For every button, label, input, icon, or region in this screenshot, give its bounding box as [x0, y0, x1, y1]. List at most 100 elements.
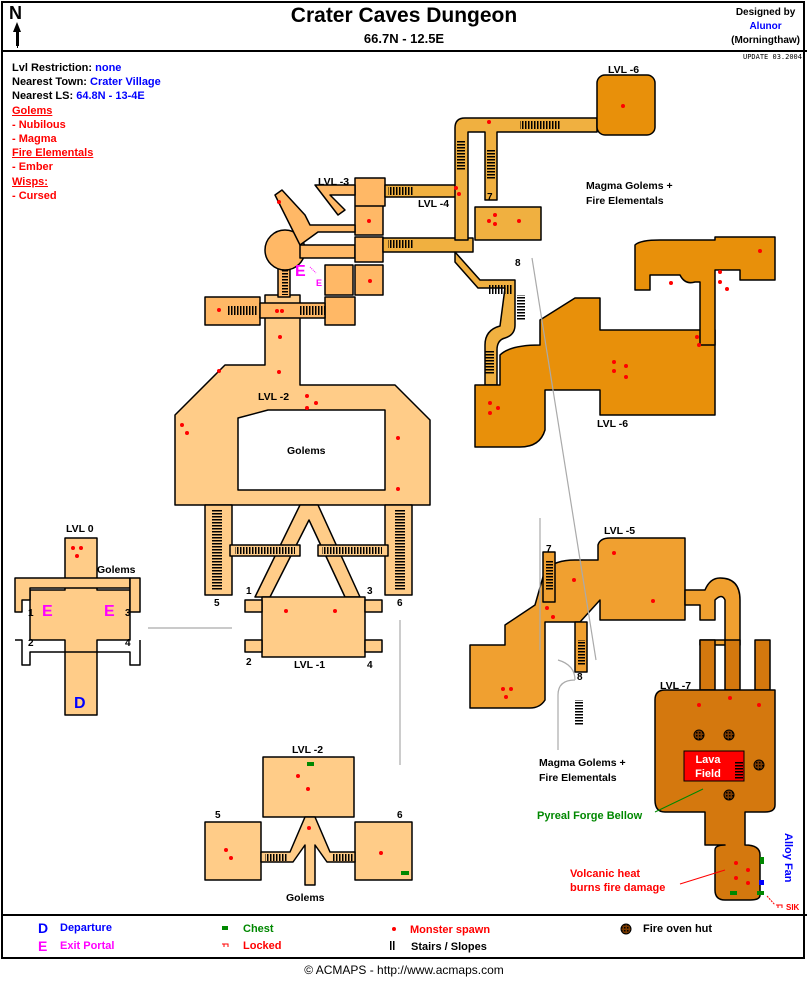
pyreal-forge-bellow-label: Pyreal Forge Bellow — [537, 810, 643, 822]
stair-number: 7 — [487, 192, 493, 203]
legend-stairs: Stairs / Slopes — [411, 941, 487, 953]
sik-label: SIK — [786, 903, 800, 912]
stair-number: 3 — [367, 586, 373, 597]
nearest-ls-value: 64.8N - 13-4E — [76, 90, 145, 103]
monster-type: - Ember — [12, 161, 53, 174]
monster-group: Wisps: — [12, 175, 48, 188]
stair-number: 1 — [246, 586, 252, 597]
dungeon-info: Lvl Restriction: none Nearest Town: Crat… — [12, 61, 161, 203]
exit-portal-marker: E — [104, 603, 115, 620]
dungeon-map: Lava Field LVL 0 LVL -1 LVL -2 LVL -2 LV… — [14, 64, 800, 954]
stair-number: 4 — [125, 638, 131, 649]
level-0 — [14, 537, 141, 716]
volcanic-heat-label: Volcanic heat — [570, 868, 640, 880]
stair-number: 2 — [28, 638, 34, 649]
level-minus3 — [204, 177, 386, 326]
monster-type: - Nubilous — [12, 118, 66, 131]
stair-number: 5 — [215, 810, 221, 821]
monster-group: Golems — [12, 104, 53, 117]
stair-number: 8 — [577, 672, 583, 683]
chest-icon — [307, 762, 764, 895]
map-frame — [1, 1, 805, 959]
level-minus7 — [654, 639, 776, 901]
portal-markers: E E E D — [42, 263, 306, 712]
level-label: LVL 0 — [66, 523, 94, 535]
level-label: LVL -3 — [318, 176, 349, 188]
author-name: Alunor — [749, 21, 782, 32]
credits: Designed by Alunor (Morningthaw) — [731, 6, 800, 48]
copyright: © ACMAPS - http://www.acmaps.com — [304, 963, 504, 977]
nearest-town-value: Crater Village — [90, 76, 161, 89]
level-label: LVL -4 — [418, 198, 449, 210]
legend-divider — [1, 914, 807, 916]
stair-number: 6 — [397, 598, 403, 609]
level-label: LVL -5 — [604, 525, 635, 537]
exit-portal-marker: E — [295, 263, 306, 280]
legend-departure: Departure — [60, 922, 112, 934]
monster-type: - Cursed — [12, 189, 57, 202]
pointer-line — [654, 788, 704, 813]
stair-number: 4 — [367, 660, 373, 671]
stair-number: 5 — [214, 598, 220, 609]
legend-monster-spawn: Monster spawn — [410, 924, 491, 936]
monster-type: - Magma — [12, 133, 57, 146]
stairs-icon — [212, 121, 585, 861]
legend-exit-portal: Exit Portal — [60, 940, 115, 952]
level-minus1-room — [261, 596, 366, 658]
level-label: LVL -2 — [292, 744, 323, 756]
page-title: Crater Caves Dungeon — [290, 4, 518, 27]
level-minus6 — [474, 74, 776, 448]
exit-portal-marker: E — [316, 278, 322, 288]
monster-spawn-icon — [392, 927, 396, 931]
legend-locked: Locked — [243, 940, 282, 952]
connection-arrow — [148, 257, 597, 765]
alloy-fan-label: Alloy Fan — [782, 833, 794, 883]
area-label: Magma Golems + — [539, 757, 626, 769]
lvl-restriction-value: none — [95, 62, 122, 74]
lava-field — [683, 750, 745, 782]
pointer-line — [679, 869, 726, 885]
locked-icon — [776, 904, 783, 908]
volcanic-heat-label: burns fire damage — [570, 882, 665, 894]
lvl-restriction-label: Lvl Restriction: — [12, 62, 93, 74]
update-date: UPDATE 03.2004 — [742, 53, 802, 61]
lava-field-label: Lava — [695, 754, 721, 766]
legend-departure-symbol: D — [38, 920, 48, 936]
area-label: Golems — [287, 445, 326, 457]
designed-by-label: Designed by — [735, 7, 796, 18]
area-label: Magma Golems + — [586, 180, 673, 192]
level-label: LVL -6 — [608, 64, 639, 76]
area-label: Fire Elementals — [539, 772, 617, 784]
level-label: LVL -1 — [294, 659, 325, 671]
header-divider — [1, 50, 807, 52]
north-arrow-icon — [13, 22, 21, 48]
locked-icon — [222, 943, 229, 947]
dungeon-coords: 66.7N - 12.5E — [363, 31, 445, 46]
stairs-icon — [390, 941, 396, 950]
exit-portal-marker: E — [42, 603, 53, 620]
stair-number: 1 — [28, 608, 34, 619]
lava-field-label: Field — [695, 768, 721, 780]
level-label: LVL -2 — [258, 391, 289, 403]
stair-number: 8 — [515, 258, 521, 269]
departure-marker: D — [74, 695, 86, 712]
level-label: LVL -6 — [597, 418, 628, 430]
legend-fire-oven-hut: Fire oven hut — [643, 923, 713, 935]
legend-chest: Chest — [243, 923, 274, 935]
author-server: (Morningthaw) — [731, 35, 800, 46]
fire-oven-hut-icon — [620, 923, 632, 935]
stair-number: 7 — [546, 544, 552, 555]
legend-exit-symbol: E — [38, 938, 47, 954]
level-label: LVL -7 — [660, 680, 691, 692]
area-label: Golems — [286, 892, 325, 904]
nearest-ls-label: Nearest LS: — [12, 90, 74, 103]
area-label: Fire Elementals — [586, 195, 664, 207]
monster-group: Fire Elementals — [12, 147, 94, 160]
stair-number: 6 — [397, 810, 403, 821]
monster-spawn-icon — [71, 104, 762, 885]
fire-oven-hut-icon — [693, 729, 765, 801]
chest-icon — [222, 926, 228, 930]
area-label: Golems — [97, 564, 136, 576]
blue-marker — [759, 880, 764, 885]
level-minus2-lower — [204, 756, 413, 886]
